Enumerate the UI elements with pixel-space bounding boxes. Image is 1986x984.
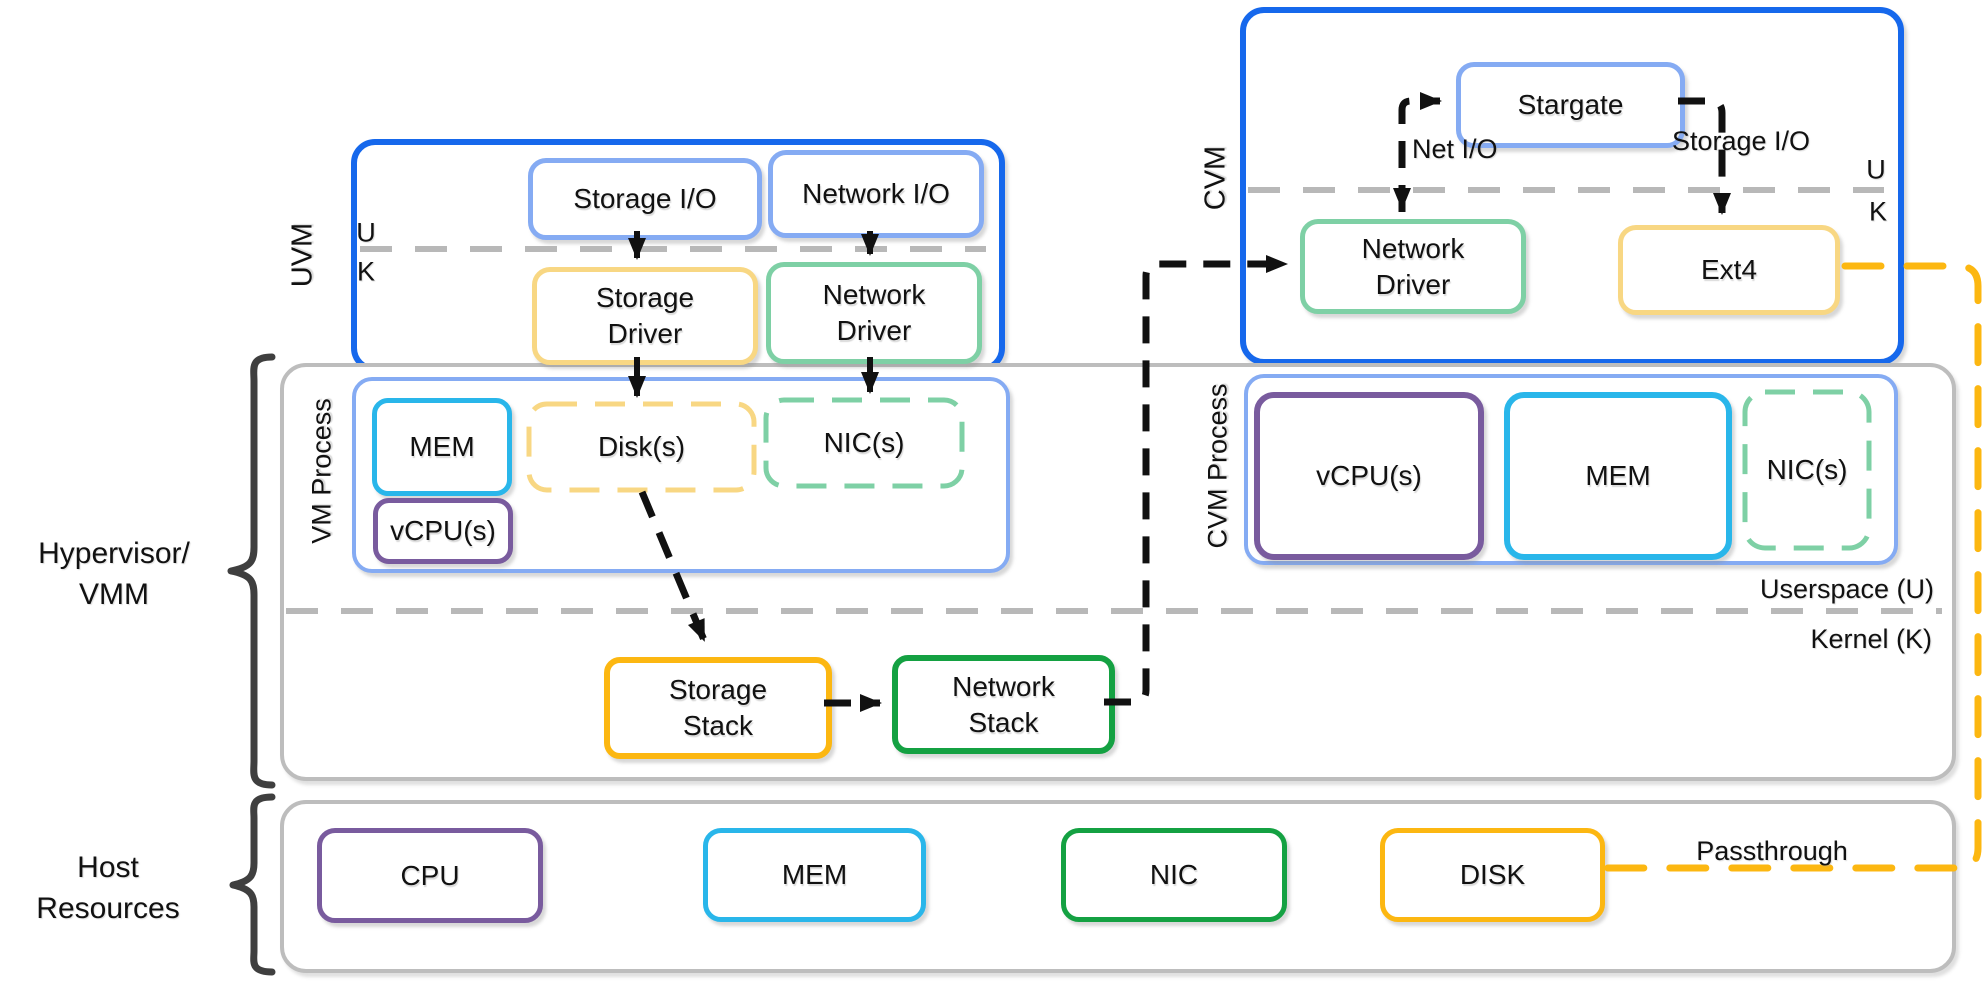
vcpu-vm-box: vCPU(s): [373, 498, 513, 564]
nics-cvm-label: NIC(s): [1766, 454, 1848, 486]
hypervisor-brace-label: Hypervisor/ VMM: [38, 537, 190, 611]
storage-io-flow-label: Storage I/O: [1671, 126, 1811, 156]
vm-process-side-label: VM Process: [306, 398, 337, 544]
mem-host-box: MEM: [703, 828, 926, 922]
cpu-host-box: CPU: [317, 828, 543, 923]
nics-vm-label: NIC(s): [823, 427, 905, 459]
passthrough-label: Passthrough: [1696, 836, 1848, 866]
nics-cvm-label-wrap: NIC(s): [1745, 392, 1869, 548]
disks-vm-label-wrap: Disk(s): [529, 404, 754, 490]
ext4-label: Ext4: [1700, 254, 1758, 286]
nic-host-box: NIC: [1061, 828, 1287, 922]
mem-cvm-label: MEM: [1585, 460, 1651, 492]
host-resources-brace: [229, 793, 276, 976]
vcpu-vm-label: vCPU(s): [390, 515, 496, 547]
cvm-userspace-letter: U: [1866, 154, 1886, 185]
cpu-host-label: CPU: [400, 859, 460, 891]
uvm-side-label: UVM: [286, 222, 319, 288]
mem-vm-box: MEM: [372, 398, 512, 496]
storage-stack-box: Storage Stack: [604, 657, 832, 759]
disks-vm-label: Disk(s): [597, 431, 686, 463]
storage-driver-label: Storage Driver: [595, 282, 695, 349]
network-driver-cvm-box: Network Driver: [1300, 219, 1526, 314]
kernel-label: Kernel (K): [1810, 624, 1932, 654]
disk-host-box: DISK: [1380, 828, 1605, 922]
nic-host-label: NIC: [1149, 859, 1199, 891]
nics-vm-label-wrap: NIC(s): [766, 400, 962, 486]
storage-stack-label: Storage Stack: [668, 674, 768, 741]
vcpu-cvm-label: vCPU(s): [1316, 460, 1422, 492]
network-stack-box: Network Stack: [892, 655, 1115, 754]
mem-host-label: MEM: [781, 859, 848, 891]
hypervisor-brace: [227, 353, 276, 789]
network-driver-uvm-label: Network Driver: [822, 279, 926, 346]
mem-cvm-box: MEM: [1504, 392, 1732, 560]
host-brace-label: Host Resources: [36, 851, 180, 925]
mem-vm-label: MEM: [409, 431, 475, 463]
stargate-box: Stargate: [1456, 62, 1685, 148]
storage-io-box: Storage I/O: [528, 158, 762, 240]
cvm-process-side-label: CVM Process: [1202, 383, 1233, 549]
uvm-userspace-letter: U: [356, 217, 376, 248]
uvm-kernel-letter: K: [356, 256, 376, 287]
network-driver-uvm-box: Network Driver: [766, 262, 982, 364]
stargate-label: Stargate: [1517, 89, 1624, 121]
net-io-flow-label: Net I/O: [1412, 134, 1498, 164]
storage-driver-box: Storage Driver: [532, 267, 758, 365]
storage-io-label: Storage I/O: [573, 183, 717, 215]
network-io-label: Network I/O: [802, 178, 950, 210]
network-stack-label: Network Stack: [952, 670, 1055, 738]
userspace-label: Userspace (U): [1759, 574, 1934, 604]
network-io-box: Network I/O: [768, 150, 984, 238]
ext4-box: Ext4: [1618, 225, 1840, 315]
vcpu-cvm-box: vCPU(s): [1254, 392, 1484, 560]
cvm-side-label: CVM: [1199, 145, 1232, 211]
network-driver-cvm-label: Network Driver: [1361, 232, 1465, 300]
disk-host-label: DISK: [1459, 859, 1526, 891]
cvm-kernel-letter: K: [1868, 196, 1888, 227]
